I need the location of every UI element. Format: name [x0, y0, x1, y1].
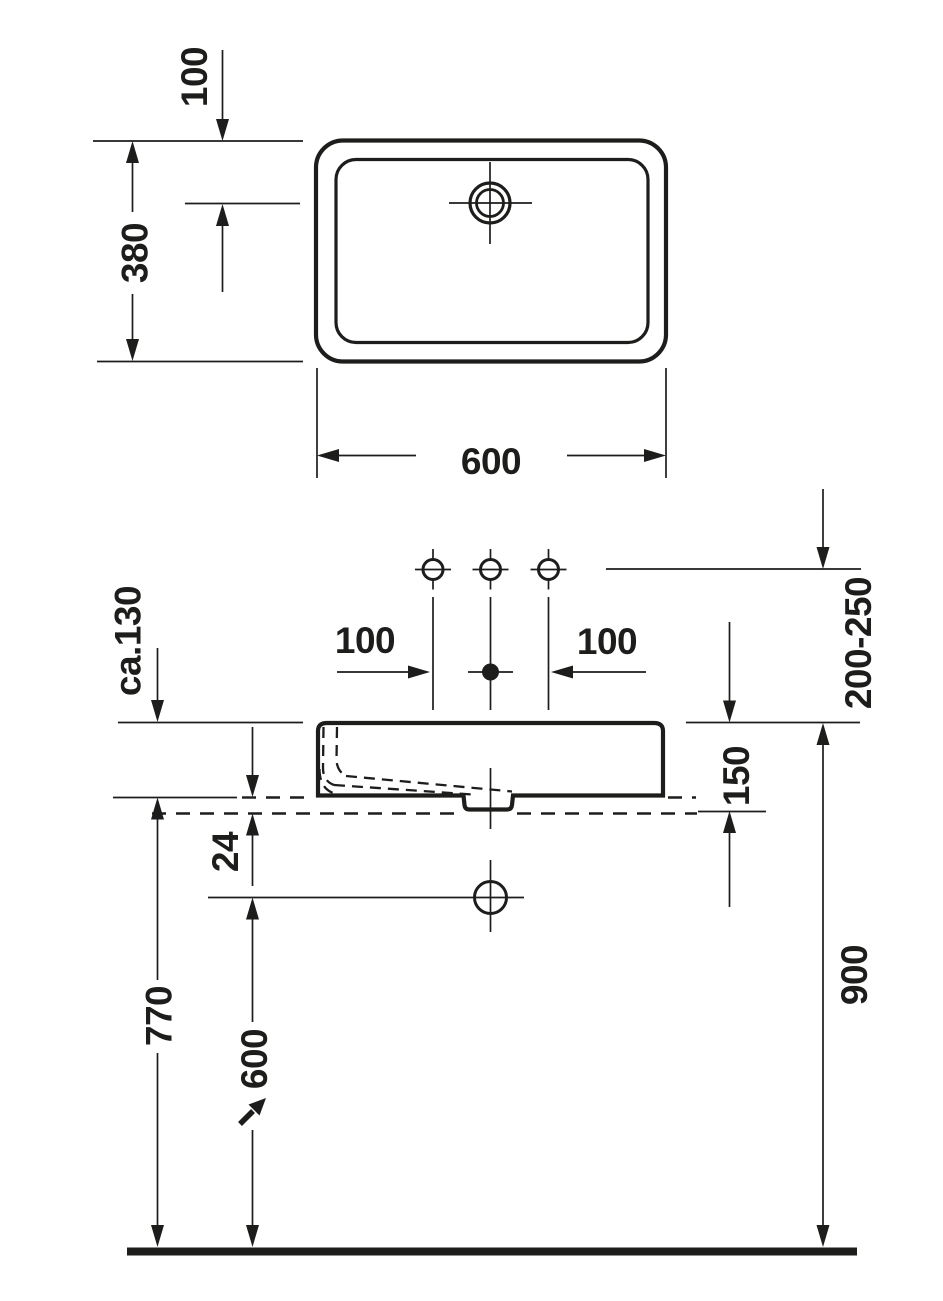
dim-rim-above-counter: ca.130: [108, 586, 164, 722]
mounting-reference-lines: [113, 796, 766, 815]
arrow-right-icon: [408, 665, 430, 679]
top-view: 100 380 600: [93, 47, 669, 482]
dim-label-depth: 380: [115, 223, 156, 283]
dim-recess-depth: 24: [205, 727, 259, 886]
dim-hole-spacing-right: 100: [551, 621, 646, 679]
drain-outlet: [208, 860, 524, 932]
arrow-up-icon: [246, 897, 259, 920]
dim-counter-height: 770: [139, 797, 180, 1247]
arrow-right-icon: [644, 449, 666, 462]
dim-label-rim-above-counter: ca.130: [108, 586, 149, 696]
dim-basin-height: 150: [716, 622, 757, 907]
arrow-down-icon: [816, 547, 830, 569]
arrow-left-icon: [551, 665, 573, 679]
basin-outer-outline: [313, 138, 669, 364]
basin-front-outline: [315, 720, 666, 812]
arrow-down-icon: [151, 1225, 164, 1247]
dim-label-width: 600: [461, 441, 521, 482]
diagonal-pointer-shaft: [238, 1109, 255, 1126]
dim-faucet-height-range: 200-250: [816, 489, 879, 709]
dim-hole-spacing-left: 100: [335, 620, 430, 679]
arrow-down-icon: [216, 119, 229, 141]
arrow-northeast-icon: [248, 1098, 266, 1116]
dim-label-rim-height: 900: [834, 945, 875, 1005]
dim-label-hole-spacing-right: 100: [577, 621, 637, 662]
basin-hidden-contour: [318, 726, 513, 796]
arrow-left-icon: [317, 449, 339, 462]
arrow-down-icon: [816, 1225, 830, 1247]
arrow-down-icon: [151, 700, 164, 722]
dim-label-counter-height: 770: [139, 986, 180, 1046]
arrow-down-icon: [723, 700, 736, 723]
arrow-down-icon: [126, 339, 139, 361]
dim-depth: 380: [115, 141, 156, 361]
dim-label-basin-height: 150: [716, 746, 757, 806]
arrow-up-icon: [151, 797, 164, 820]
dim-rim-height: 900: [816, 723, 875, 1247]
faucet-center-point: [468, 663, 513, 681]
basin-bottom-with-recess: [316, 793, 665, 812]
arrow-down-icon: [246, 1225, 259, 1247]
dim-label-drain-height: 600: [234, 1029, 275, 1089]
arrow-up-icon: [216, 204, 229, 226]
arrow-up-icon: [723, 811, 736, 833]
dim-label-hole-spacing-left: 100: [335, 620, 395, 661]
faucet-hole-top-view: [449, 162, 532, 244]
front-view: 100 100 ca.130 200-250: [108, 489, 879, 1256]
arrow-up-icon: [816, 723, 830, 745]
dim-drain-height: 600: [234, 897, 275, 1247]
arrow-down-icon: [246, 775, 259, 797]
dim-width: 600: [316, 368, 667, 482]
dim-label-faucet-setback: 100: [174, 47, 215, 107]
dim-label-recess-depth: 24: [205, 831, 246, 872]
dim-label-faucet-height-range: 200-250: [838, 577, 879, 709]
faucet-holes-front-view: [415, 558, 567, 581]
basin-inner-rim: [334, 157, 650, 345]
arrow-up-icon: [246, 813, 259, 836]
dim-faucet-setback: 100: [174, 47, 229, 292]
arrow-up-icon: [126, 141, 139, 163]
